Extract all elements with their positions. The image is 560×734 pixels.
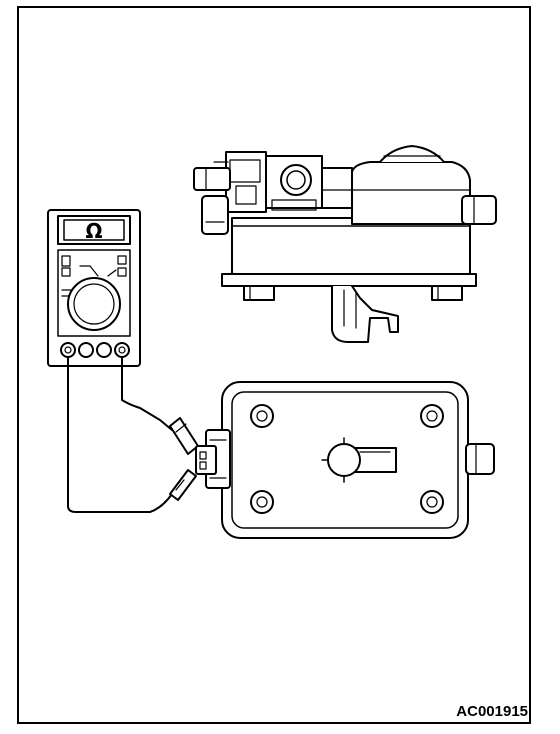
figure-id-label: AC001915 <box>456 703 528 720</box>
component-top-view <box>195 381 495 539</box>
component-side-view <box>193 145 497 343</box>
ohm-symbol: Ω <box>85 219 102 243</box>
multimeter <box>47 209 141 367</box>
diagram-frame <box>17 6 531 724</box>
test-leads <box>67 356 199 513</box>
